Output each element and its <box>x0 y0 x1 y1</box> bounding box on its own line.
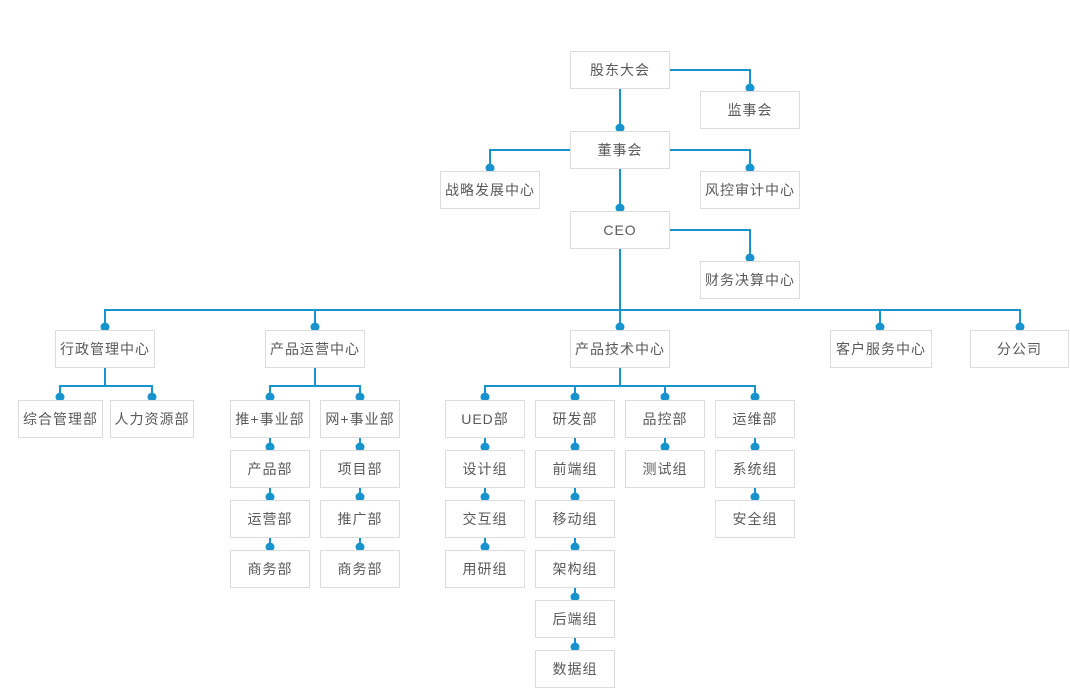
connector-dot <box>745 163 755 173</box>
org-node-promotion-dept: 推广部 <box>320 500 400 538</box>
org-node-security-group: 安全组 <box>715 500 795 538</box>
org-node-ops-maintenance-dept: 运维部 <box>715 400 795 438</box>
connector-dot <box>660 442 670 452</box>
connector-dot <box>480 392 490 402</box>
connector-dot <box>485 163 495 173</box>
connector-dot <box>750 442 760 452</box>
org-node-product-tech-center: 产品技术中心 <box>570 330 670 368</box>
connector-dot <box>570 642 580 652</box>
connector-dot <box>750 392 760 402</box>
connector-dot <box>615 123 625 133</box>
connector-dot <box>310 322 320 332</box>
connector-dot <box>745 253 755 263</box>
connector-dot <box>355 442 365 452</box>
org-node-qc-dept: 品控部 <box>625 400 705 438</box>
org-node-hr-dept: 人力资源部 <box>110 400 194 438</box>
org-node-customer-service-center: 客户服务中心 <box>830 330 932 368</box>
org-node-business-dept-tui: 商务部 <box>230 550 310 588</box>
org-node-mobile-group: 移动组 <box>535 500 615 538</box>
connector-dot <box>570 542 580 552</box>
org-node-testing-group: 测试组 <box>625 450 705 488</box>
org-node-shareholders-meeting: 股东大会 <box>570 51 670 89</box>
connector-dot <box>355 492 365 502</box>
org-node-admin-center: 行政管理中心 <box>55 330 155 368</box>
org-node-data-group: 数据组 <box>535 650 615 688</box>
connector-dot <box>55 392 65 402</box>
org-node-ued-dept: UED部 <box>445 400 525 438</box>
org-node-interaction-group: 交互组 <box>445 500 525 538</box>
connector-dot <box>265 442 275 452</box>
org-node-design-group: 设计组 <box>445 450 525 488</box>
connector-dot <box>615 322 625 332</box>
org-node-board-of-directors: 董事会 <box>570 131 670 169</box>
org-node-business-dept-wang: 商务部 <box>320 550 400 588</box>
org-node-system-group: 系统组 <box>715 450 795 488</box>
connector-dot <box>615 203 625 213</box>
connector-dot <box>355 542 365 552</box>
org-node-general-admin-dept: 综合管理部 <box>18 400 103 438</box>
org-node-architecture-group: 架构组 <box>535 550 615 588</box>
connector-dot <box>265 392 275 402</box>
org-node-strategy-center: 战略发展中心 <box>440 171 540 209</box>
connector-dot <box>875 322 885 332</box>
connector-dot <box>570 592 580 602</box>
connector-dot <box>570 492 580 502</box>
org-node-user-research-group: 用研组 <box>445 550 525 588</box>
org-node-backend-group: 后端组 <box>535 600 615 638</box>
org-node-ceo: CEO <box>570 211 670 249</box>
connector-dot <box>100 322 110 332</box>
connector-dot <box>480 442 490 452</box>
org-node-finance-center: 财务决算中心 <box>700 261 800 299</box>
connector-dot <box>355 392 365 402</box>
org-node-project-dept: 项目部 <box>320 450 400 488</box>
connector-dot <box>745 83 755 93</box>
connector-dot <box>265 542 275 552</box>
org-node-product-dept: 产品部 <box>230 450 310 488</box>
connector-dot <box>750 492 760 502</box>
connector-dot <box>480 492 490 502</box>
org-node-frontend-group: 前端组 <box>535 450 615 488</box>
connector-dot <box>660 392 670 402</box>
org-node-wang-business-dept: 网+事业部 <box>320 400 400 438</box>
org-node-operations-dept: 运营部 <box>230 500 310 538</box>
org-node-tui-business-dept: 推+事业部 <box>230 400 310 438</box>
connector-dot <box>570 392 580 402</box>
connector-dot <box>147 392 157 402</box>
connector-dot <box>265 492 275 502</box>
connector-dot <box>570 442 580 452</box>
org-node-branch-company: 分公司 <box>970 330 1069 368</box>
org-node-rnd-dept: 研发部 <box>535 400 615 438</box>
connector-dot <box>480 542 490 552</box>
org-node-supervisory-board: 监事会 <box>700 91 800 129</box>
org-node-risk-audit-center: 风控审计中心 <box>700 171 800 209</box>
connector-dot <box>1015 322 1025 332</box>
org-node-product-ops-center: 产品运营中心 <box>265 330 365 368</box>
